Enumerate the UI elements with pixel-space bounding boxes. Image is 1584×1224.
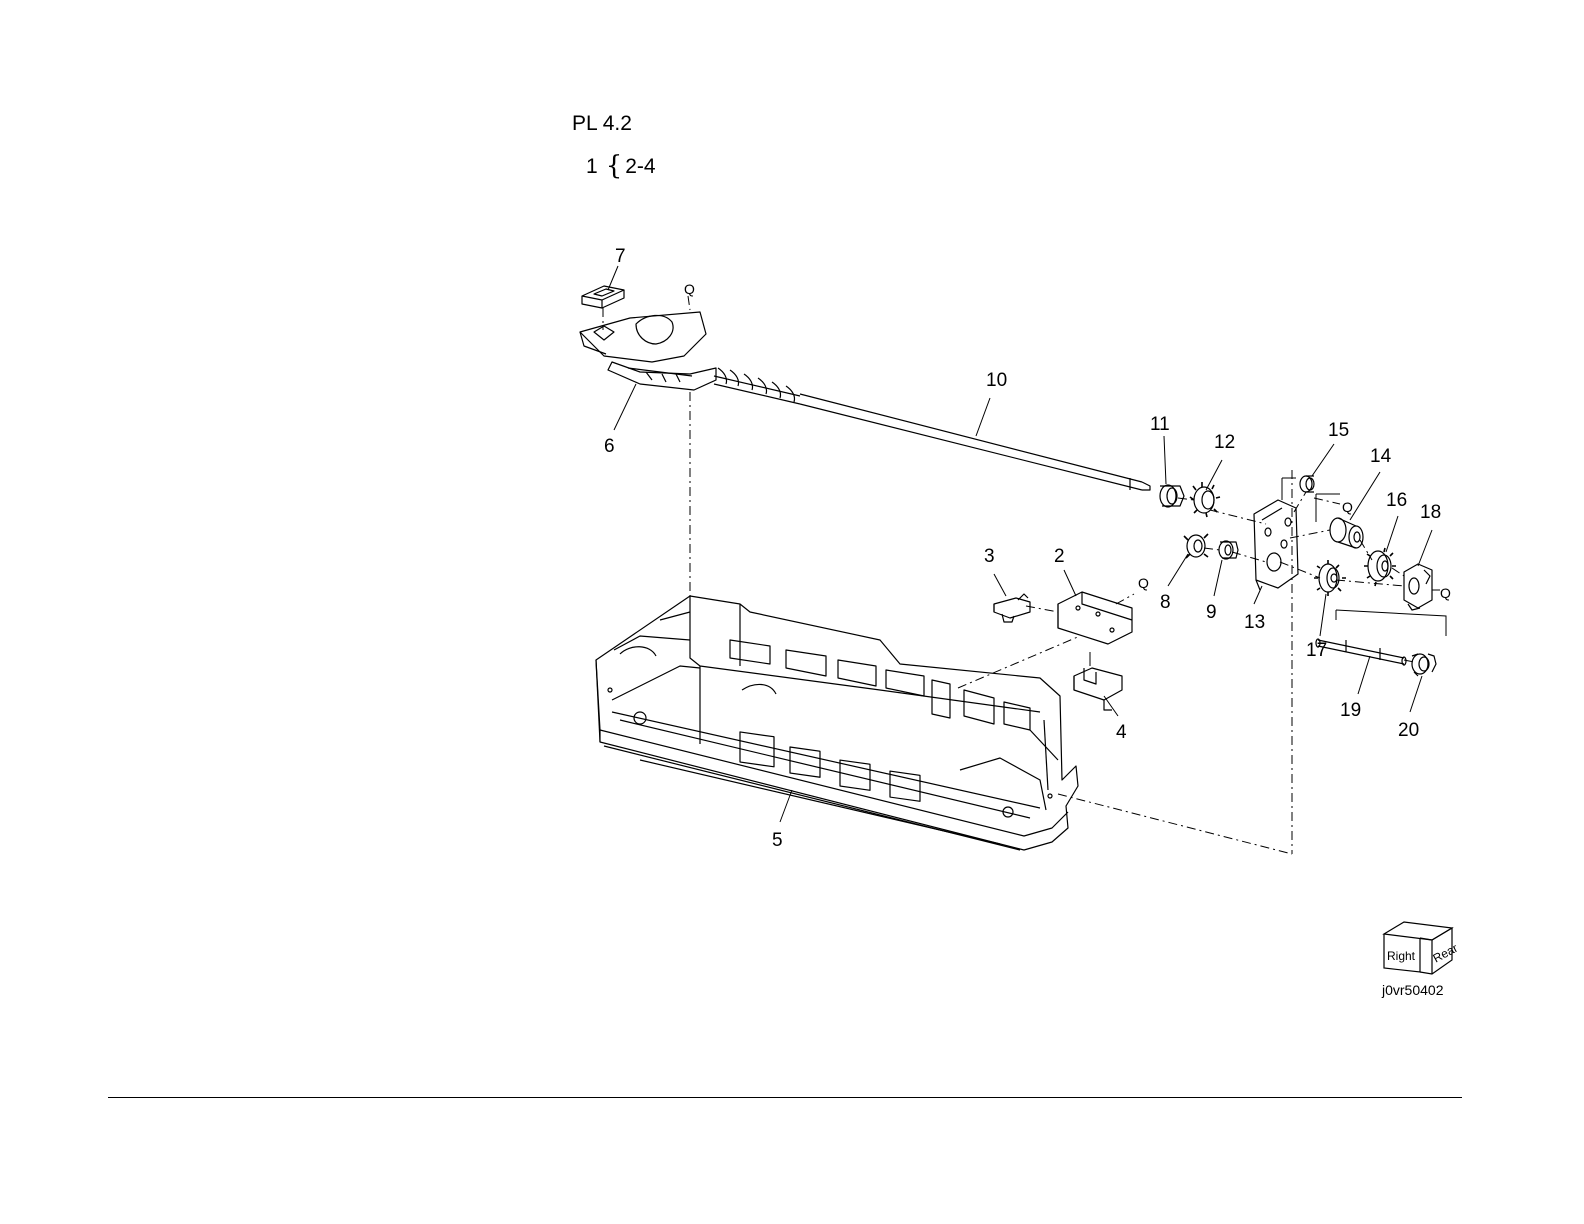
- part-19-shaft: [1316, 639, 1406, 665]
- callout-2: 2: [1054, 546, 1065, 567]
- callout-11: 11: [1150, 414, 1170, 435]
- callout-20: 20: [1398, 720, 1419, 741]
- callout-6: 6: [604, 436, 615, 457]
- callout-15: 15: [1328, 420, 1349, 441]
- ref-mark-q-top: Q: [684, 281, 695, 297]
- image-code: j0vr50402: [1382, 982, 1444, 998]
- callout-9: 9: [1206, 602, 1217, 623]
- part-3-sensor: [994, 594, 1030, 622]
- part-4-holder: [1074, 668, 1122, 710]
- callout-17: 17: [1306, 640, 1327, 661]
- part-10-shaft: [714, 368, 1150, 490]
- footer-rule: [108, 1097, 1462, 1098]
- callout-4: 4: [1116, 722, 1127, 743]
- part-13-plate: [1254, 500, 1298, 590]
- part-16-gear: [1364, 548, 1396, 586]
- part-5-frame: [596, 596, 1078, 850]
- callout-12: 12: [1214, 432, 1235, 453]
- orientation-rear-label: Rear: [1431, 941, 1461, 966]
- part-2-bracket: [1058, 592, 1132, 644]
- callout-3: 3: [984, 546, 995, 567]
- part-11-bushing: [1160, 485, 1184, 507]
- callout-5: 5: [772, 830, 783, 851]
- part-6-bracket: [580, 312, 716, 390]
- ref-mark-q-plate: Q: [1342, 499, 1353, 515]
- callout-18: 18: [1420, 502, 1441, 523]
- callout-16: 16: [1386, 490, 1407, 511]
- part-18-clutch: [1404, 564, 1432, 610]
- part-20-gear: [1412, 654, 1436, 676]
- callout-13: 13: [1244, 612, 1265, 633]
- callout-14: 14: [1370, 446, 1392, 467]
- part-9-bearing: [1219, 541, 1238, 559]
- part-14-roller: [1330, 518, 1363, 548]
- ref-mark-q-bracket: Q: [1138, 575, 1149, 591]
- callout-19: 19: [1340, 700, 1361, 721]
- callout-8: 8: [1160, 592, 1171, 613]
- part-15-bushing: [1300, 476, 1314, 492]
- orientation-right-label: Right: [1387, 949, 1416, 963]
- ref-mark-q-clutch: Q: [1440, 585, 1451, 601]
- callout-7: 7: [615, 246, 626, 267]
- callout-10: 10: [986, 370, 1007, 391]
- part-7-cover: [582, 286, 624, 308]
